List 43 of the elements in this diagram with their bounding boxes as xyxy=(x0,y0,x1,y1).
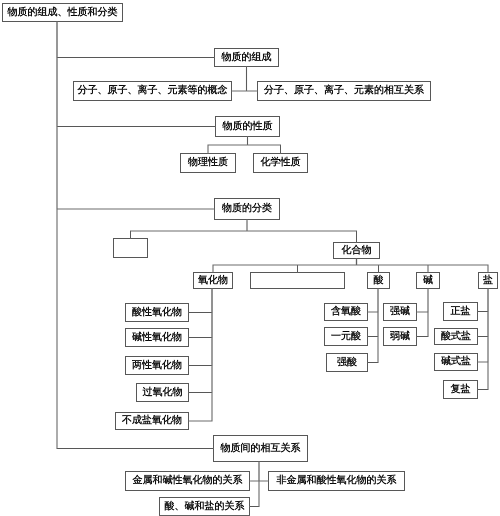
item-box: 化学性质 xyxy=(253,153,308,173)
item-box: 物理性质 xyxy=(180,153,236,173)
connector-line xyxy=(246,67,257,92)
section-box: 物质的组成 xyxy=(214,48,279,67)
item-box: 一元酸 xyxy=(324,327,368,346)
item-box: 酸性氧化物 xyxy=(125,303,189,322)
connector-line xyxy=(56,22,213,450)
connector-line xyxy=(250,462,260,508)
blank-box xyxy=(250,272,345,289)
item-box: 酸、碱和盐的关系 xyxy=(159,497,250,516)
connector-line xyxy=(478,289,489,390)
connector-line xyxy=(417,289,429,338)
section-box: 物质的性质 xyxy=(215,116,280,137)
item-box: 化合物 xyxy=(333,242,380,259)
item-box: 分子、原子、离子、元素等的概念 xyxy=(73,81,232,101)
item-box: 两性氧化物 xyxy=(125,356,189,375)
item-box: 弱碱 xyxy=(383,327,417,346)
connector-line xyxy=(189,289,213,422)
item-box: 酸 xyxy=(367,272,390,289)
item-box: 金属和碱性氧化物的关系 xyxy=(125,471,250,491)
item-box: 正盐 xyxy=(443,302,478,321)
connector-line xyxy=(368,289,379,364)
item-box: 氧化物 xyxy=(193,272,233,289)
item-box: 含氧酸 xyxy=(324,303,368,321)
item-box: 盐 xyxy=(478,272,498,289)
section-box: 物质间的相互关系 xyxy=(213,435,308,462)
connector-line xyxy=(356,259,489,272)
item-box: 强酸 xyxy=(326,353,368,372)
connector-line xyxy=(246,220,358,242)
item-box: 碱性氧化物 xyxy=(125,328,189,347)
item-box: 酸式盐 xyxy=(434,328,478,345)
item-box: 不成盐氧化物 xyxy=(115,412,189,430)
item-box: 非金属和酸性氧化物的关系 xyxy=(268,471,405,491)
item-box: 强碱 xyxy=(383,303,417,321)
item-box: 复盐 xyxy=(443,380,478,399)
title-box: 物质的组成、性质和分类 xyxy=(2,3,123,22)
item-box: 碱式盐 xyxy=(434,353,478,371)
section-box: 物质的分类 xyxy=(214,198,280,220)
connector-line xyxy=(246,137,282,153)
item-box: 碱 xyxy=(416,272,440,289)
item-box: 分子、原子、离子、元素的相互关系 xyxy=(257,81,431,101)
item-box: 过氧化物 xyxy=(136,383,189,402)
blank-box xyxy=(113,238,148,258)
